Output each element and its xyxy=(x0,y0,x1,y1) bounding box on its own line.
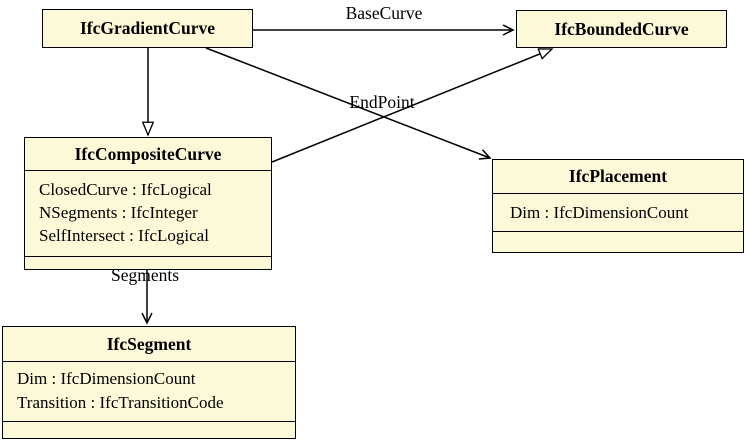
attribute-section-ifccompositecurve: ClosedCurve : IfcLogical NSegments : Ifc… xyxy=(25,170,271,256)
class-name-ifccompositecurve: IfcCompositeCurve xyxy=(74,143,222,164)
operations-section-ifccompositecurve xyxy=(25,256,271,269)
operations-section-ifcsegment xyxy=(3,421,295,438)
edge-label-basecurve: BaseCurve xyxy=(345,3,423,23)
attribute-dim-placement: Dim : IfcDimensionCount xyxy=(510,203,689,222)
class-box-ifccompositecurve[interactable]: IfcCompositeCurve ClosedCurve : IfcLogic… xyxy=(24,137,272,270)
attribute-transition: Transition : IfcTransitionCode xyxy=(17,393,224,412)
association-endpoint-line xyxy=(205,47,490,158)
attribute-selfintersect: SelfIntersect : IfcLogical xyxy=(39,226,209,245)
class-name-ifcboundedcurve: IfcBoundedCurve xyxy=(554,18,689,39)
inheritance-compositecurve-boundedcurve-line xyxy=(271,49,552,163)
class-name-ifcsegment: IfcSegment xyxy=(106,333,192,354)
attribute-nsegments: NSegments : IfcInteger xyxy=(39,203,198,222)
class-name-ifcplacement: IfcPlacement xyxy=(568,166,668,186)
class-box-ifcsegment[interactable]: IfcSegment Dim : IfcDimensionCount Trans… xyxy=(2,326,296,439)
class-name-ifcgradientcurve: IfcGradientCurve xyxy=(79,18,216,38)
operations-section-ifcplacement xyxy=(493,231,743,252)
attribute-closedcurve: ClosedCurve : IfcLogical xyxy=(39,180,212,199)
class-box-ifcplacement[interactable]: IfcPlacement Dim : IfcDimensionCount xyxy=(492,159,744,253)
attribute-dim-segment: Dim : IfcDimensionCount xyxy=(17,369,196,388)
attribute-section-ifcsegment: Dim : IfcDimensionCount Transition : Ifc… xyxy=(3,361,295,421)
edge-label-segments: Segments xyxy=(110,265,180,285)
class-box-ifcboundedcurve[interactable]: IfcBoundedCurve xyxy=(516,10,727,48)
attribute-section-ifcplacement: Dim : IfcDimensionCount xyxy=(493,193,743,231)
edge-label-endpoint: EndPoint xyxy=(349,92,415,112)
class-box-ifcgradientcurve[interactable]: IfcGradientCurve xyxy=(42,9,253,48)
